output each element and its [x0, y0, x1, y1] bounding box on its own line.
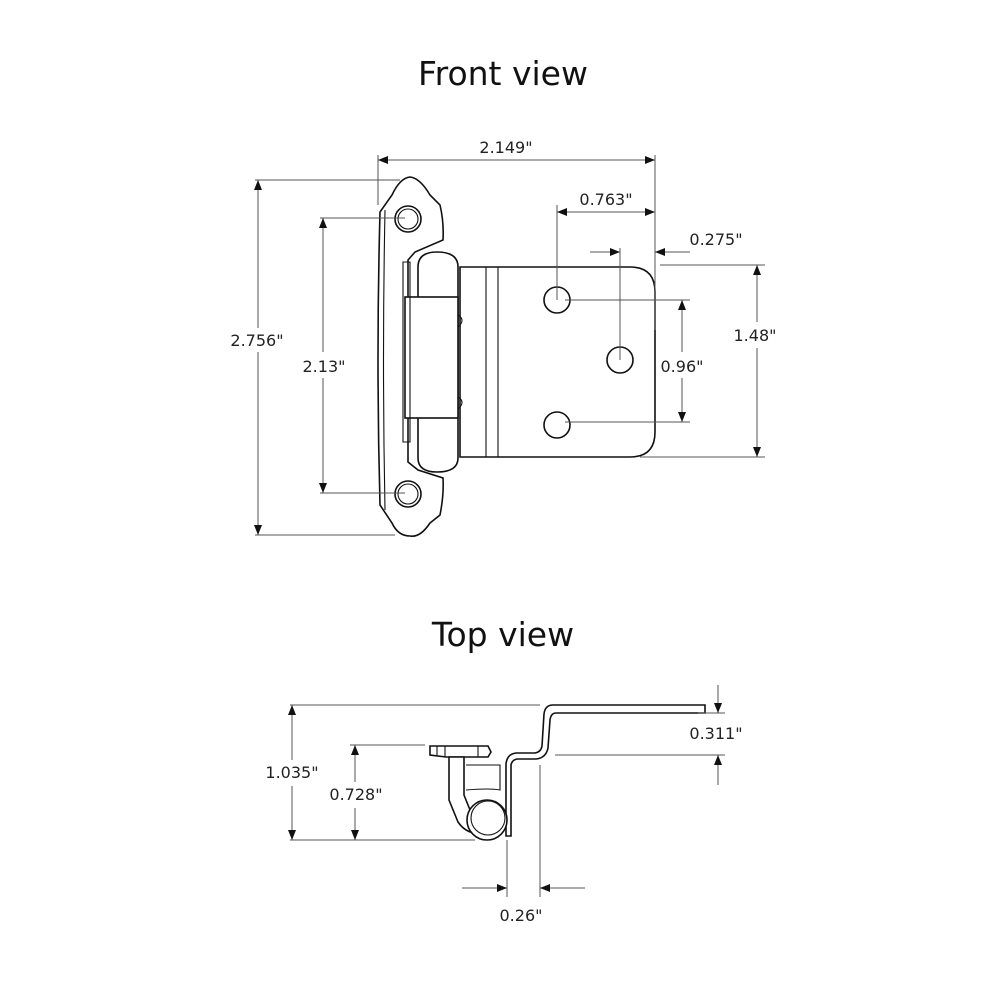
dim-overall-depth: 1.035" [265, 763, 318, 782]
mount-hole-top [394, 205, 422, 233]
mount-hole-bottom [394, 480, 422, 508]
dim-gap: 0.26" [500, 906, 543, 925]
spring-block [404, 296, 459, 419]
dim-overall-height: 2.756" [230, 331, 283, 350]
dim-leaf-height: 1.48" [734, 326, 777, 345]
dim-knuckle-depth: 0.728" [329, 785, 382, 804]
top-view-title: Top view [431, 615, 574, 654]
dim-edge-offset: 0.275" [689, 230, 742, 249]
top-dimension-lines [288, 685, 725, 897]
front-view: Front view [230, 54, 777, 538]
front-view-title: Front view [418, 54, 588, 93]
leaf-hole-3 [543, 411, 571, 439]
front-dimension-lines [254, 155, 765, 536]
top-hinge-part [429, 704, 706, 841]
dim-mount-hole-spacing: 2.13" [303, 357, 346, 376]
dim-overall-width: 2.149" [479, 138, 532, 157]
dim-offset: 0.311" [689, 724, 742, 743]
adjustment-knob [429, 745, 492, 758]
knuckle-cylinder [466, 799, 508, 841]
dim-hole-offset: 0.763" [579, 190, 632, 209]
leaf-plate [459, 266, 656, 458]
mounting-plate [377, 176, 444, 538]
front-hinge-part [377, 176, 656, 538]
dim-leaf-hole-spacing: 0.96" [661, 357, 704, 376]
leaf-profile [505, 704, 706, 837]
top-view: Top view 1.035" [265, 615, 742, 925]
